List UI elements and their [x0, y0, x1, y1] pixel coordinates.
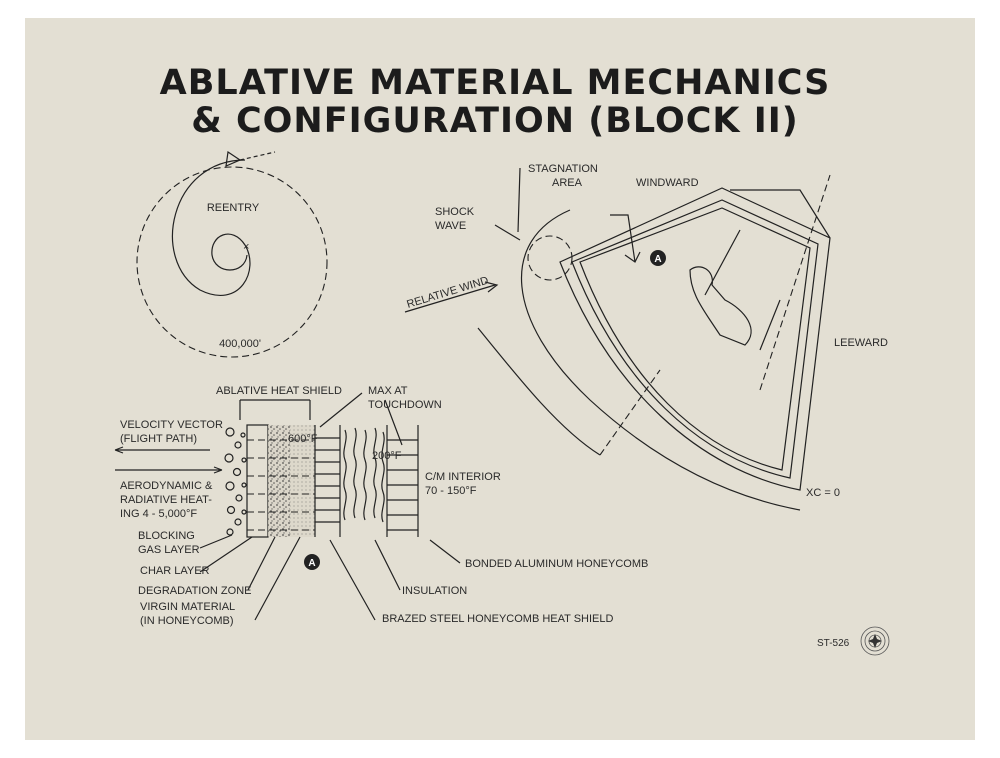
interior-label-1: C/M INTERIOR [425, 471, 501, 483]
marker-a-capsule [650, 250, 666, 266]
stagnation-label-1: STAGNATION [528, 163, 598, 175]
virgin-material [290, 425, 315, 537]
document-code: ST-526 [817, 638, 850, 649]
brazed-label: BRAZED STEEL HONEYCOMB HEAT SHIELD [382, 613, 614, 625]
degradation-zone [268, 425, 290, 537]
reentry-diagram: × REENTRY 400,000' [136, 150, 328, 358]
aluminum-honeycomb [386, 425, 419, 537]
stagnation-label-2: AREA [552, 177, 583, 189]
windward-label: WINDWARD [636, 177, 699, 189]
marker-a-section [304, 554, 320, 570]
interior-label-2: 70 - 150°F [425, 485, 477, 497]
max-label-2: TOUCHDOWN [368, 399, 442, 411]
blocking-gas-bubbles [224, 427, 247, 536]
heating-arrow [115, 466, 223, 474]
reentry-label: REENTRY [207, 202, 260, 214]
insulation-layer [343, 427, 385, 523]
shock-wave-line [520, 209, 801, 511]
astronaut-figure [689, 266, 752, 346]
heating-label-1: AERODYNAMIC & [120, 480, 213, 492]
title-line-2: & CONFIGURATION (BLOCK II) [191, 101, 798, 141]
degradation-label: DEGRADATION ZONE [138, 585, 251, 597]
marker-a-label: A [654, 254, 661, 265]
velocity-label-1: VELOCITY VECTOR [120, 419, 223, 431]
x-mark: × [243, 241, 249, 253]
shock-label-2: WAVE [435, 220, 466, 232]
capsule-outline [559, 187, 831, 491]
altitude-label: 400,000' [219, 338, 261, 350]
steel-honeycomb [314, 425, 341, 537]
relative-wind-arrow [404, 281, 499, 313]
bonded-label: BONDED ALUMINUM HONEYCOMB [465, 558, 648, 570]
temp-200: 200°F [372, 450, 402, 462]
heat-shield-cross-section: A ABLATIVE HEAT SHIELD MAX AT TOUCHDOWN … [114, 385, 648, 627]
leeward-label: LEEWARD [834, 337, 888, 349]
training-seal [860, 626, 890, 656]
velocity-arrow [114, 446, 210, 454]
insulation-label: INSULATION [402, 585, 467, 597]
heating-label-2: RADIATIVE HEAT- [120, 494, 212, 506]
char-label: CHAR LAYER [140, 565, 210, 577]
velocity-label-2: (FLIGHT PATH) [120, 433, 197, 445]
heating-label-3: ING 4 - 5,000°F [120, 508, 197, 520]
xc-label: XC = 0 [806, 487, 840, 499]
max-label-1: MAX AT [368, 385, 408, 397]
stagnation-area-circle [527, 235, 573, 281]
board-background [25, 18, 975, 740]
virgin-label-2: (IN HONEYCOMB) [140, 615, 234, 627]
blocking-label-2: GAS LAYER [138, 544, 200, 556]
marker-a-section-label: A [308, 558, 315, 569]
shock-label-1: SHOCK [435, 206, 475, 218]
temp-600: 600°F [288, 433, 318, 445]
ablative-bracket [239, 399, 311, 420]
virgin-label-1: VIRGIN MATERIAL [140, 601, 235, 613]
blocking-label-1: BLOCKING [138, 530, 195, 542]
ablative-label: ABLATIVE HEAT SHIELD [216, 385, 342, 397]
title-line-1: ABLATIVE MATERIAL MECHANICS [160, 63, 831, 103]
